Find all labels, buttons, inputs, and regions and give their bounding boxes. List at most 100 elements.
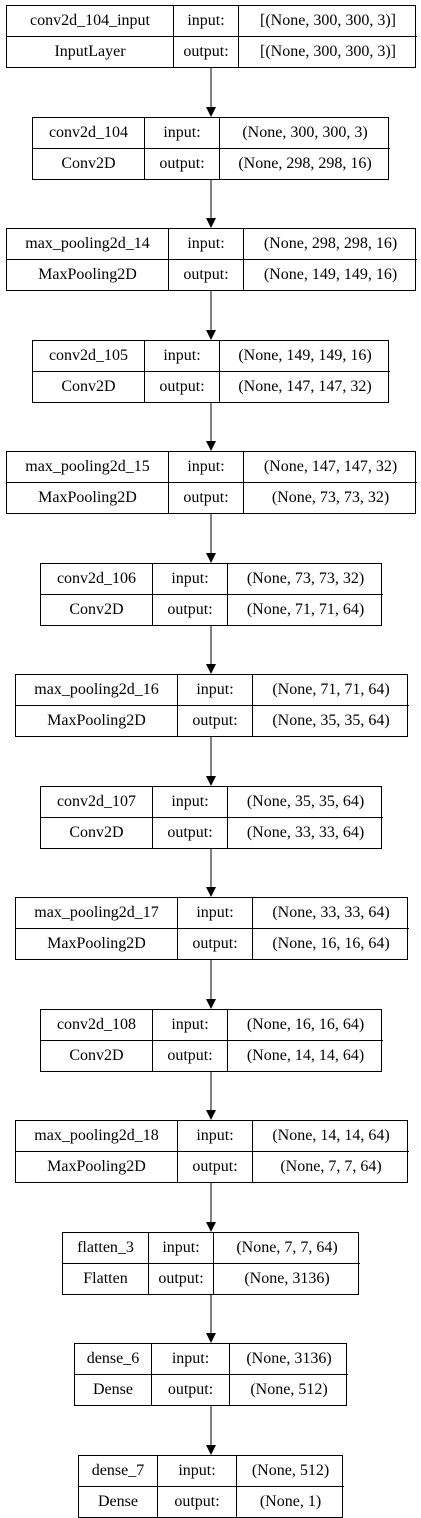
- input-label: input:: [178, 898, 253, 929]
- input-label: input:: [153, 1010, 228, 1041]
- input-shape: (None, 512): [237, 1456, 344, 1487]
- output-label: output:: [169, 259, 244, 290]
- output-shape: (None, 149, 149, 16): [263, 265, 398, 283]
- output-label: output:: [178, 705, 253, 736]
- output-shape: (None, 3136): [244, 1269, 330, 1287]
- input-shape: (None, 73, 73, 32): [228, 564, 383, 595]
- input-shape: (None, 300, 300, 3): [220, 118, 390, 149]
- output-shape: (None, 33, 33, 64): [246, 823, 365, 841]
- output-label: output:: [153, 594, 228, 625]
- output-label: output:: [178, 1151, 253, 1182]
- layer-name: max_pooling2d_14: [7, 229, 169, 260]
- input-label: input:: [178, 675, 253, 706]
- layer-name: max_pooling2d_17: [16, 898, 178, 929]
- input-shape: (None, 298, 298, 16): [244, 229, 417, 260]
- layer-name: max_pooling2d_18: [16, 1121, 178, 1152]
- output-shape: (None, 35, 35, 64): [272, 711, 390, 729]
- input-shape: (None, 7, 7, 64): [214, 1233, 360, 1264]
- layer-type: Conv2D: [41, 1040, 153, 1071]
- input-shape: (None, 14, 14, 64): [253, 1121, 409, 1152]
- input-shape: (None, 16, 16, 64): [228, 1010, 383, 1041]
- layer-type: Conv2D: [41, 594, 153, 625]
- layer-name: max_pooling2d_15: [7, 452, 169, 483]
- layer-type: Dense: [75, 1374, 152, 1405]
- output-label: output:: [153, 817, 228, 848]
- layer-name: flatten_3: [63, 1233, 149, 1264]
- layer-type: Conv2D: [33, 148, 145, 179]
- layer-type: MaxPooling2D: [7, 482, 169, 513]
- input-label: input:: [158, 1456, 237, 1487]
- output-label: output:: [178, 928, 253, 959]
- layer-name: conv2d_107: [41, 787, 153, 818]
- input-label: input:: [145, 118, 220, 149]
- output-shape: (None, 1): [259, 1492, 322, 1510]
- input-label: input:: [153, 564, 228, 595]
- layer-name: conv2d_104: [33, 118, 145, 149]
- output-label: output:: [153, 1040, 228, 1071]
- input-shape: (None, 149, 149, 16): [220, 341, 390, 372]
- output-shape: (None, 71, 71, 64): [246, 600, 365, 618]
- output-label: output:: [158, 1486, 237, 1517]
- layer-name: max_pooling2d_16: [16, 675, 178, 706]
- layer-name: conv2d_105: [33, 341, 145, 372]
- output-shape: [(None, 300, 300, 3)]: [260, 42, 396, 60]
- input-label: input:: [178, 1121, 253, 1152]
- output-label: output:: [152, 1374, 230, 1405]
- output-label: output:: [149, 1263, 214, 1294]
- layer-type: Conv2D: [41, 817, 153, 848]
- layer-type: MaxPooling2D: [7, 259, 169, 290]
- input-shape: (None, 33, 33, 64): [253, 898, 409, 929]
- layer-type: Flatten: [63, 1263, 149, 1294]
- input-shape: (None, 35, 35, 64): [228, 787, 383, 818]
- input-shape: (None, 71, 71, 64): [253, 675, 409, 706]
- layer-type: InputLayer: [7, 36, 174, 67]
- layer-type: MaxPooling2D: [16, 928, 178, 959]
- output-label: output:: [145, 371, 220, 402]
- output-label: output:: [145, 148, 220, 179]
- input-shape: [(None, 300, 300, 3)]: [239, 6, 417, 37]
- output-shape: (None, 73, 73, 32): [271, 488, 390, 506]
- input-label: input:: [153, 787, 228, 818]
- layer-type: Conv2D: [33, 371, 145, 402]
- input-label: input:: [174, 6, 239, 37]
- output-shape: (None, 512): [250, 1380, 328, 1398]
- input-label: input:: [169, 452, 244, 483]
- layer-type: MaxPooling2D: [16, 705, 178, 736]
- input-label: input:: [152, 1344, 230, 1375]
- layer-type: Dense: [79, 1486, 158, 1517]
- output-shape: (None, 14, 14, 64): [246, 1046, 365, 1064]
- input-label: input:: [145, 341, 220, 372]
- output-shape: (None, 7, 7, 64): [280, 1157, 382, 1175]
- output-label: output:: [174, 36, 239, 67]
- layer-name: dense_6: [75, 1344, 152, 1375]
- layer-name: conv2d_108: [41, 1010, 153, 1041]
- layer-name: dense_7: [79, 1456, 158, 1487]
- output-shape: (None, 147, 147, 32): [238, 377, 372, 395]
- input-shape: (None, 147, 147, 32): [244, 452, 417, 483]
- layer-name: conv2d_106: [41, 564, 153, 595]
- input-label: input:: [149, 1233, 214, 1264]
- layer-type: MaxPooling2D: [16, 1151, 178, 1182]
- input-label: input:: [169, 229, 244, 260]
- input-shape: (None, 3136): [230, 1344, 348, 1375]
- layer-name: conv2d_104_input: [7, 6, 174, 37]
- output-label: output:: [169, 482, 244, 513]
- output-shape: (None, 16, 16, 64): [272, 934, 390, 952]
- output-shape: (None, 298, 298, 16): [238, 154, 372, 172]
